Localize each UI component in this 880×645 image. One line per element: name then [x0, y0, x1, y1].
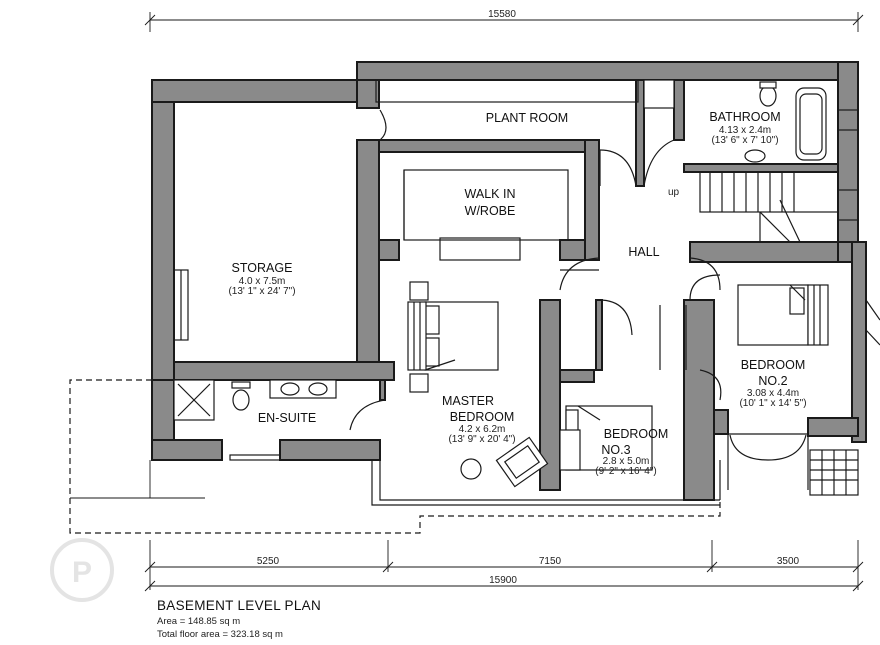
room-labels: PLANT ROOM BATHROOM 4.13 x 2.4m (13' 6" …: [228, 110, 806, 477]
en-suite-label: EN-SUITE: [258, 411, 316, 425]
walk-in-robe-label-2: W/ROBE: [465, 204, 516, 218]
master-bedroom-metric: 4.2 x 6.2m: [459, 424, 506, 435]
top-dimension: 15580: [144, 9, 864, 32]
storage-label: STORAGE: [232, 261, 293, 275]
bedroom-2-label-2: NO.2: [758, 374, 787, 388]
watermark-logo: P: [50, 538, 114, 602]
master-bedroom-label-1: MASTER: [442, 394, 494, 408]
bedroom-2-metric: 3.08 x 4.4m: [747, 388, 799, 399]
title-block: BASEMENT LEVEL PLAN Area = 148.85 sq m T…: [157, 598, 321, 640]
dim-seg3: 3500: [777, 556, 800, 567]
watermark-text: P: [72, 556, 92, 589]
bathroom-label: BATHROOM: [709, 110, 780, 124]
bedroom-3-metric: 2.8 x 5.0m: [603, 456, 650, 467]
walk-in-robe-label-1: WALK IN: [465, 187, 516, 201]
bottom-dimensions: 5250 7150 3500 15900: [144, 540, 864, 592]
plan-area: Area = 148.85 sq m: [157, 616, 240, 627]
hall-label: HALL: [628, 245, 659, 259]
storage-imperial: (13' 1" x 24' 7"): [228, 286, 295, 297]
bedroom-3-imperial: (9' 2" x 16' 4"): [595, 466, 657, 477]
structure-lines: [173, 79, 880, 506]
top-dimension-label: 15580: [488, 9, 516, 20]
plant-room-label: PLANT ROOM: [486, 111, 568, 125]
bedroom-3-label-1: BEDROOM: [604, 427, 669, 441]
furniture: [173, 79, 829, 488]
stairs-up-label: up: [668, 187, 680, 198]
storage-metric: 4.0 x 7.5m: [239, 276, 286, 287]
master-bedroom-label-2: BEDROOM: [450, 410, 515, 424]
master-bedroom-imperial: (13' 9" x 20' 4"): [448, 434, 515, 445]
bedroom-2-imperial: (10' 1" x 14' 5"): [739, 398, 806, 409]
bathroom-metric: 4.13 x 2.4m: [719, 125, 771, 136]
bathroom-imperial: (13' 6" x 7' 10"): [711, 135, 778, 146]
dim-seg2: 7150: [539, 556, 562, 567]
dim-seg1: 5250: [257, 556, 280, 567]
doors: [349, 109, 807, 461]
dim-overall-bottom: 15900: [489, 575, 517, 586]
external-dashed-outline: [69, 379, 721, 534]
plan-total-area: Total floor area = 323.18 sq m: [157, 629, 283, 640]
bedroom-2-label-1: BEDROOM: [741, 358, 806, 372]
plan-title: BASEMENT LEVEL PLAN: [157, 598, 321, 613]
bedroom-3-label-2: NO.3: [601, 443, 630, 457]
